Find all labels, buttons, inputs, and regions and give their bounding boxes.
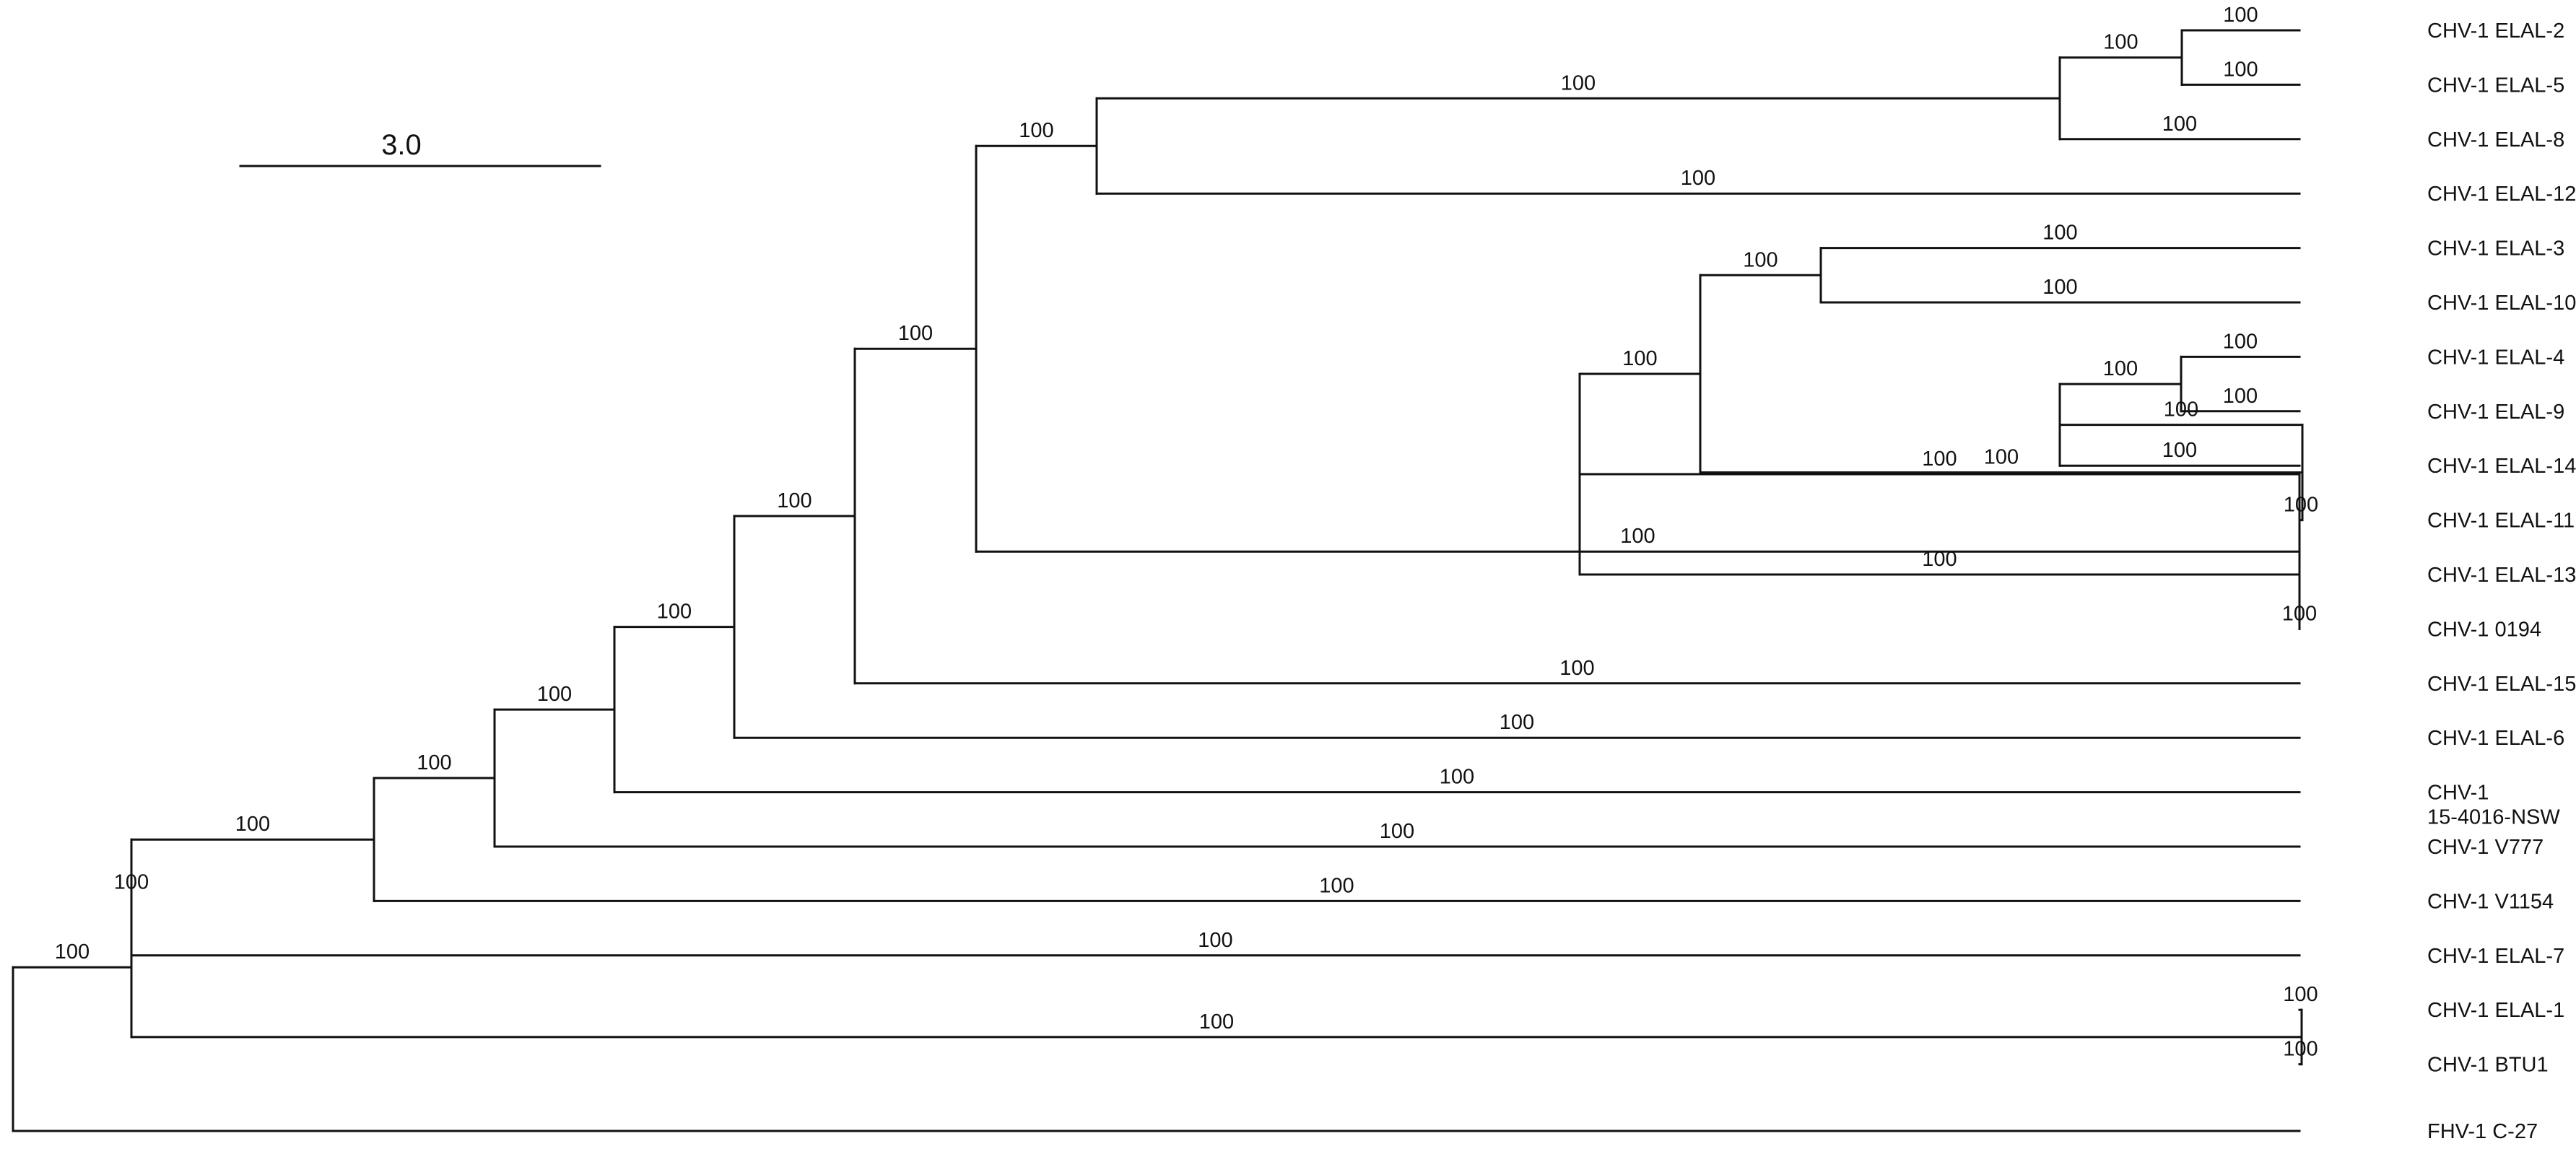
support-value: 100 bbox=[1198, 929, 1232, 952]
tip-label: CHV-1 ELAL-8 bbox=[2427, 128, 2564, 152]
support-value: 100 bbox=[1561, 71, 1596, 95]
scale-bar-label: 3.0 bbox=[381, 129, 422, 161]
tip-label: FHV-1 C-27 bbox=[2427, 1120, 2538, 1143]
tip-label: CHV-1 ELAL-9 bbox=[2427, 401, 2564, 424]
support-value: 100 bbox=[1620, 525, 1655, 548]
tip-label: CHV-1 ELAL-13 bbox=[2427, 564, 2576, 587]
support-value: 100 bbox=[417, 751, 451, 774]
tip-label: CHV-1 V777 bbox=[2427, 836, 2544, 859]
support-value: 100 bbox=[1622, 347, 1657, 370]
support-value: 100 bbox=[55, 940, 90, 964]
tip-label: CHV-1 ELAL-11 bbox=[2427, 510, 2575, 533]
tip-label: CHV-1 ELAL-1 bbox=[2427, 999, 2564, 1022]
support-value: 100 bbox=[114, 871, 149, 894]
support-value: 100 bbox=[2162, 439, 2197, 462]
support-value: 100 bbox=[777, 489, 811, 512]
support-value: 100 bbox=[2164, 398, 2198, 421]
support-value: 100 bbox=[2042, 276, 2077, 299]
support-value: 100 bbox=[1319, 874, 1354, 897]
tip-label: CHV-1 ELAL-3 bbox=[2427, 237, 2564, 261]
support-value: 100 bbox=[1440, 766, 1474, 789]
support-value: 100 bbox=[2283, 983, 2318, 1006]
support-value: 100 bbox=[1199, 1010, 1234, 1034]
tip-label: CHV-1 ELAL-2 bbox=[2427, 19, 2564, 43]
support-value: 100 bbox=[1743, 248, 1777, 271]
support-value: 100 bbox=[2223, 58, 2258, 81]
support-value: 100 bbox=[1922, 447, 1957, 471]
tip-label: CHV-1 ELAL-7 bbox=[2427, 945, 2564, 968]
support-value: 100 bbox=[1922, 548, 1957, 571]
support-value: 100 bbox=[898, 322, 933, 345]
support-value: 100 bbox=[2162, 113, 2197, 136]
support-value: 100 bbox=[1984, 446, 2019, 469]
support-value: 100 bbox=[2282, 602, 2317, 625]
tip-label: CHV-1 ELAL-12 bbox=[2427, 183, 2576, 206]
support-value: 100 bbox=[2223, 385, 2258, 408]
support-value: 100 bbox=[2042, 222, 2077, 245]
support-value: 100 bbox=[2103, 31, 2138, 54]
support-value: 100 bbox=[2284, 494, 2318, 517]
support-value: 100 bbox=[1380, 820, 1414, 843]
tip-label: CHV-1 ELAL-14 bbox=[2427, 455, 2576, 478]
support-value: 100 bbox=[1681, 167, 1715, 190]
tip-label: CHV-1 V1154 bbox=[2427, 890, 2554, 913]
support-value: 100 bbox=[2223, 330, 2258, 353]
support-value: 100 bbox=[1559, 657, 1594, 680]
support-value: 100 bbox=[657, 600, 692, 624]
support-value: 100 bbox=[1500, 711, 1534, 734]
tip-label: CHV-1 ELAL-15 bbox=[2427, 673, 2576, 696]
tip-label: CHV-1 0194 bbox=[2427, 618, 2541, 641]
tip-label: CHV-1 BTU1 bbox=[2427, 1054, 2549, 1077]
tip-label: CHV-1 ELAL-6 bbox=[2427, 727, 2564, 750]
tip-label: CHV-1 ELAL-4 bbox=[2427, 346, 2564, 369]
support-value: 100 bbox=[235, 813, 270, 836]
tree-branches bbox=[12, 29, 2304, 1132]
support-value: 100 bbox=[537, 683, 572, 706]
support-values: 100 100 100 100 100 100 100 100 100 100 100 100 100 1… bbox=[55, 4, 2318, 1061]
tip-label: CHV-1 ELAL-5 bbox=[2427, 74, 2564, 97]
support-value: 100 bbox=[2283, 1038, 2318, 1061]
support-value: 100 bbox=[2223, 4, 2258, 27]
support-value: 100 bbox=[1019, 119, 1053, 142]
tip-label: CHV-1 ELAL-10 bbox=[2427, 292, 2576, 315]
scale-bar: 3.0 bbox=[239, 129, 601, 167]
support-value: 100 bbox=[2103, 357, 2138, 380]
